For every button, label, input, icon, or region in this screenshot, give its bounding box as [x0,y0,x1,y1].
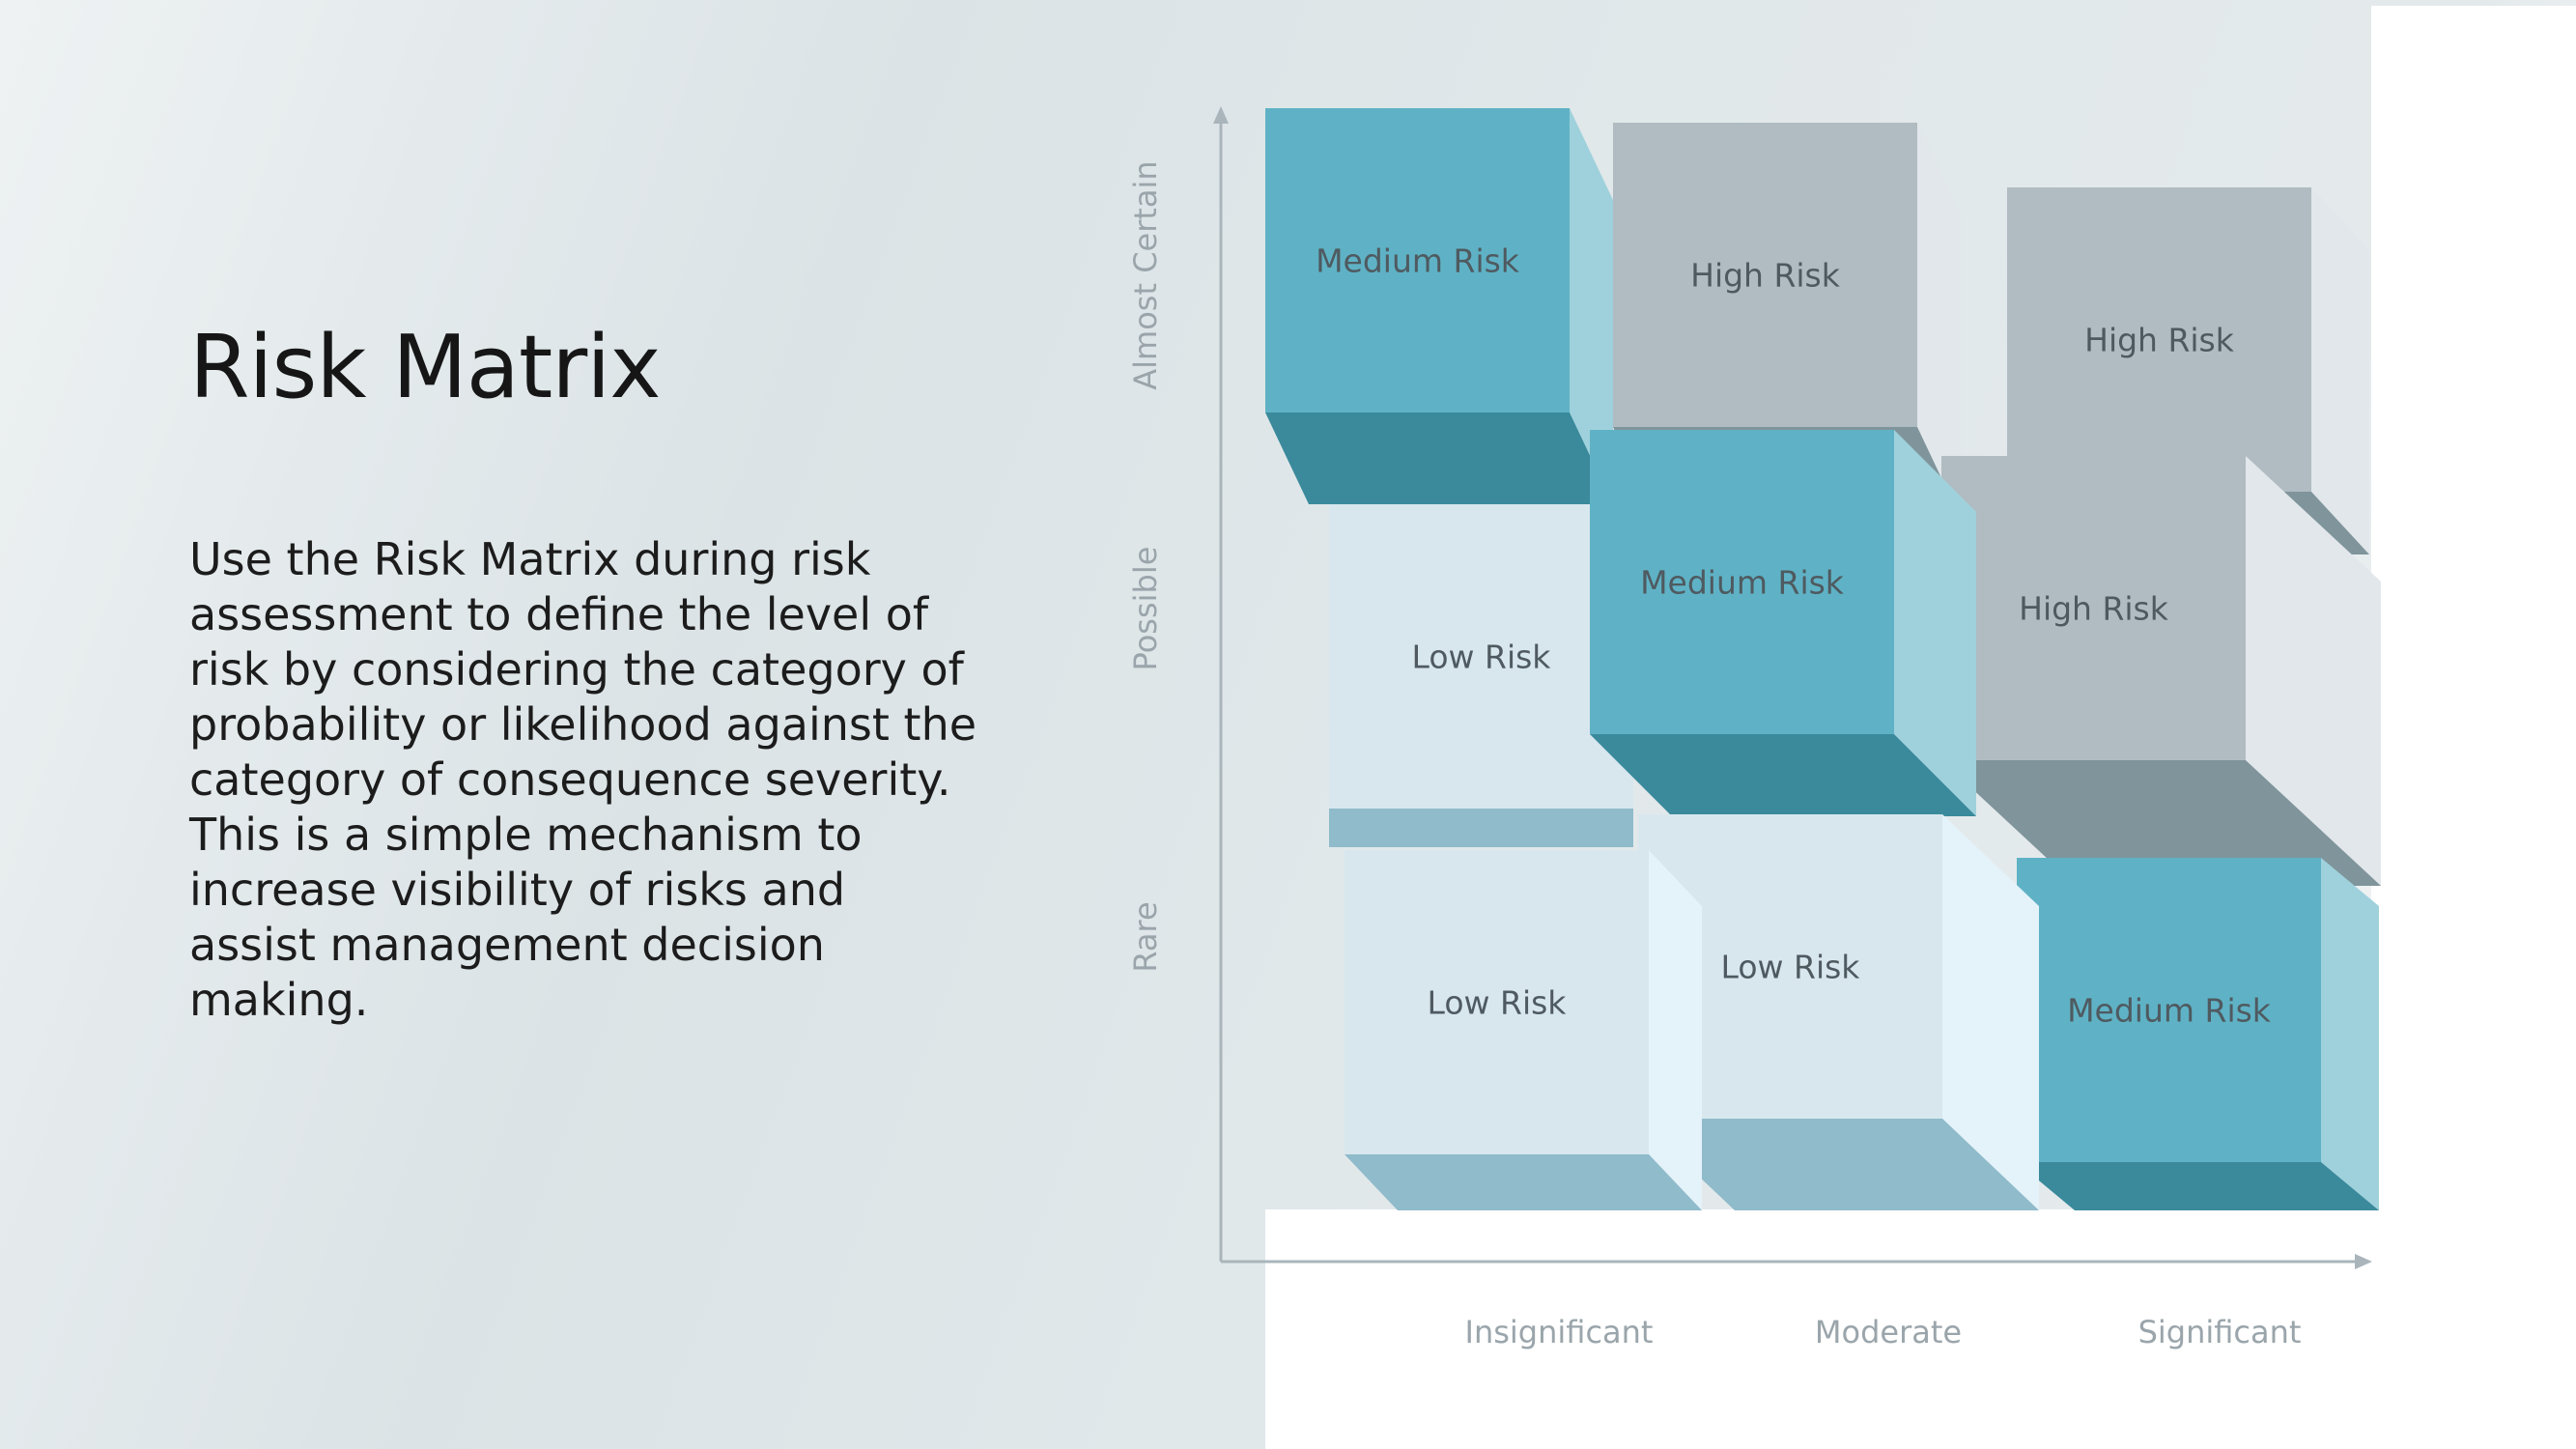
risk-cell-possible-significant: High Risk [1941,456,2381,886]
cube-front-face [1941,456,2246,760]
y-axis-label-possible: Possible [1127,547,1164,671]
risk-level-label: High Risk [2019,590,2169,628]
cube-bottom-face [1638,1119,2039,1210]
cube-bottom-face [1345,1154,1702,1210]
risk-cell-almost-certain-insignificant: Medium Risk [1265,108,1613,504]
cube-side-face [1649,850,1702,1210]
cube-front-face [2007,187,2311,492]
cube-side-face [2246,456,2381,886]
y-axis-arrowhead [1213,106,1229,124]
x-axis-arrowhead [2355,1254,2372,1269]
cube-front-face [1329,504,1633,809]
x-axis-label-moderate: Moderate [1815,1314,1962,1350]
cube-front-face [1345,850,1649,1154]
cube-bottom-face [1590,734,1976,816]
cube-front-face [1265,108,1570,412]
cube-bottom-face [1941,760,2381,886]
cube-side-face [2311,187,2369,554]
risk-cell-possible-moderate: Medium Risk [1590,430,1976,816]
slide-title: Risk Matrix [189,317,662,418]
cube-bottom-face [2017,1162,2379,1210]
x-axis-label-insignificant: Insignificant [1465,1314,1654,1350]
cube-side-face [2321,858,2379,1210]
cube-side-face [1942,814,2039,1210]
risk-level-label: Medium Risk [1640,564,1845,602]
risk-level-label: Low Risk [1721,949,1861,986]
risk-cell-rare-significant: Medium Risk [2017,858,2379,1210]
slide-description: Use the Risk Matrix during risk assessme… [189,533,977,1026]
cube-bottom-face [1329,809,1633,847]
risk-level-label: High Risk [2084,322,2235,359]
right-white-margin [2371,6,2576,1449]
risk-level-label: Medium Risk [2067,992,2272,1030]
y-axis-label-rare: Rare [1127,901,1164,972]
y-axis-label-almost-certain: Almost Certain [1127,160,1164,389]
cube-front-face [2017,858,2321,1162]
cube-front-face [1613,123,1917,427]
risk-cell-rare-insignificant: Low Risk [1345,850,1702,1210]
cube-bottom-face [1265,412,1613,504]
risk-level-label: Low Risk [1412,639,1552,676]
risk-level-label: Low Risk [1428,984,1568,1022]
risk-cell-possible-insignificant: Low Risk [1329,504,1633,847]
bottom-white-panel [1265,1209,2576,1449]
x-axis-label-significant: Significant [2138,1314,2302,1350]
risk-level-label: Medium Risk [1316,242,1520,280]
cube-side-face [1917,123,1961,519]
cube-side-face [1570,108,1613,504]
cube-front-face [1590,430,1894,734]
risk-level-label: High Risk [1690,257,1841,295]
cube-side-face [1894,430,1976,816]
